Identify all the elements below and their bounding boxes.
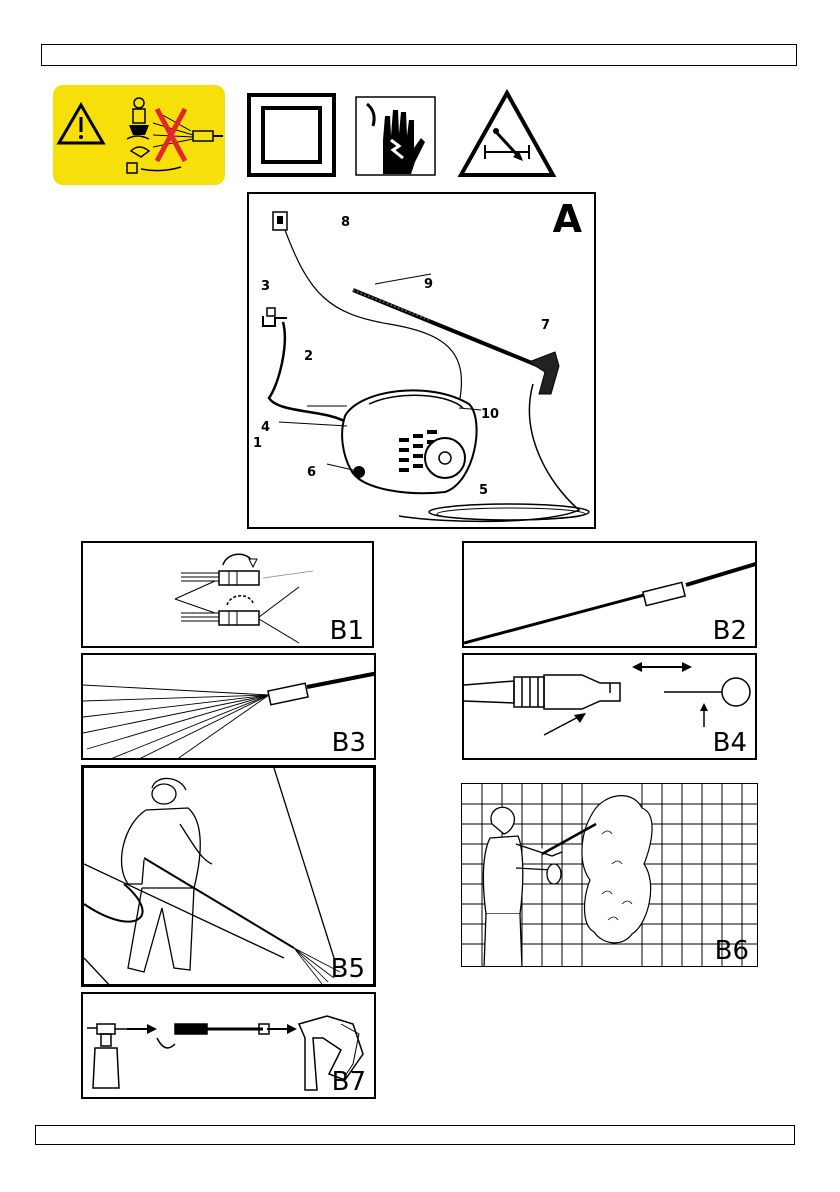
page-header-bar	[41, 44, 797, 66]
part-label-1: 1	[253, 437, 262, 450]
figure-b7-label: B7	[332, 1069, 366, 1095]
part-label-9: 9	[424, 278, 433, 291]
page-footer-bar	[35, 1125, 795, 1145]
figure-b4-panel: B4	[462, 653, 757, 760]
figure-b1-label: B1	[330, 618, 364, 644]
stumble-hazard-icon	[457, 89, 557, 181]
figure-b5-label: B5	[331, 956, 365, 982]
part-label-3: 3	[261, 280, 270, 293]
figure-b1-panel: B1	[81, 541, 374, 648]
electric-shock-hand-icon	[355, 96, 436, 176]
part-label-4: 4	[261, 421, 270, 434]
figure-b3-label: B3	[332, 730, 366, 756]
part-label-5: 5	[479, 484, 488, 497]
figure-b2-label: B2	[713, 618, 747, 644]
figure-b4-label: B4	[713, 730, 747, 756]
part-label-6: 6	[307, 466, 316, 479]
figure-b5-panel: B5	[81, 765, 376, 987]
part-label-2: 2	[304, 350, 313, 363]
figure-b2-panel: B2	[462, 541, 757, 648]
part-label-8: 8	[341, 216, 350, 229]
figure-b6-panel: B6	[461, 783, 758, 967]
figure-a-label: A	[553, 200, 582, 238]
figure-b3-panel: B3	[81, 653, 376, 760]
figure-a-panel: A 8 9 3 7 2 10 4 1 6 5	[247, 192, 596, 529]
figure-b7-panel: B7	[81, 992, 376, 1099]
figure-b6-label: B6	[715, 938, 749, 964]
double-insulation-icon	[247, 93, 336, 177]
part-label-10: 10	[481, 408, 499, 421]
warning-sign-icon	[53, 85, 225, 185]
part-label-7: 7	[541, 319, 550, 332]
